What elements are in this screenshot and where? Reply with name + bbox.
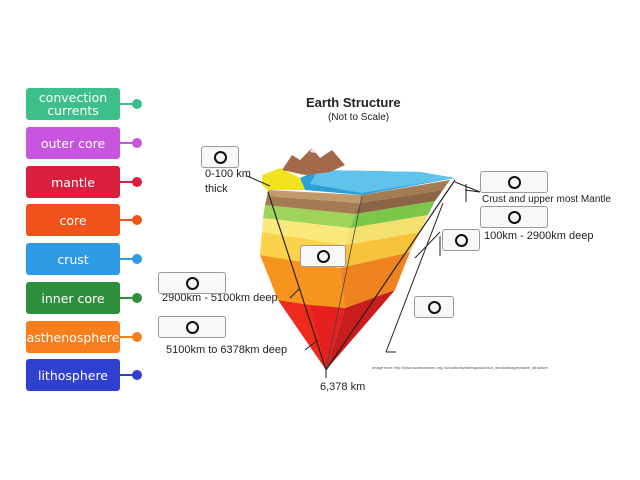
connector-line bbox=[120, 297, 134, 299]
mantle-mid-layer bbox=[262, 218, 350, 245]
tile-crust[interactable]: crust bbox=[26, 243, 120, 275]
tile-convection-currents[interactable]: convection currents bbox=[26, 88, 120, 120]
right-asthenosphere bbox=[350, 201, 435, 228]
connector-peg-icon[interactable] bbox=[132, 293, 142, 303]
drop-target-mid-right[interactable] bbox=[480, 206, 548, 228]
circle-target-icon bbox=[185, 320, 199, 334]
connector-line bbox=[120, 374, 134, 376]
image-source-label: Image from http://www.sciencelearn.org.n… bbox=[372, 365, 548, 370]
circle-target-icon bbox=[185, 276, 199, 290]
outer-core-depth-label: 2900km - 5100km deep bbox=[162, 292, 278, 304]
tile-inner-core[interactable]: inner core bbox=[26, 282, 120, 314]
tile-mantle[interactable]: mantle bbox=[26, 166, 120, 198]
drop-target-right-bracket[interactable] bbox=[414, 296, 454, 318]
inner-core-depth-label: 5100km to 6378km deep bbox=[166, 344, 288, 356]
connector-peg-icon[interactable] bbox=[132, 177, 142, 187]
circle-target-icon bbox=[454, 233, 468, 247]
right-mantle-mid bbox=[345, 215, 428, 245]
tile-core[interactable]: core bbox=[26, 204, 120, 236]
connector-line bbox=[120, 181, 134, 183]
mountains bbox=[282, 148, 345, 175]
diagram-subtitle: (Not to Scale) bbox=[328, 112, 390, 123]
ocean-surface bbox=[310, 170, 455, 193]
tile-outer-core[interactable]: outer core bbox=[26, 127, 120, 159]
drop-target-outer-core[interactable] bbox=[158, 272, 226, 294]
circle-target-icon bbox=[316, 249, 330, 263]
mantle-depth-label: 100km - 2900km deep bbox=[484, 230, 594, 242]
circle-target-icon bbox=[507, 175, 521, 189]
drop-target-upper-mantle[interactable] bbox=[480, 171, 548, 193]
mountain-snow bbox=[310, 148, 316, 153]
yellow-land bbox=[262, 168, 305, 190]
upper-mantle-label: Crust and upper most Mantle bbox=[482, 194, 611, 205]
connector-line bbox=[120, 219, 134, 221]
inner-core-layer-left bbox=[278, 300, 326, 370]
right-inner-core bbox=[326, 290, 395, 370]
lithosphere-layer bbox=[265, 196, 360, 214]
connector-peg-icon[interactable] bbox=[132, 370, 142, 380]
right-crust bbox=[360, 180, 450, 203]
connector-peg-icon[interactable] bbox=[132, 99, 142, 109]
drop-target-crust-thickness[interactable] bbox=[201, 146, 239, 168]
right-outer-core bbox=[340, 252, 410, 308]
right-lithosphere bbox=[355, 190, 443, 214]
asthenosphere-layer bbox=[263, 205, 355, 228]
connector-peg-icon[interactable] bbox=[132, 138, 142, 148]
circle-target-icon bbox=[507, 210, 521, 224]
connector-line bbox=[120, 142, 134, 144]
circle-target-icon bbox=[427, 300, 441, 314]
tile-lithosphere[interactable]: lithosphere bbox=[26, 359, 120, 391]
radius-label: 6,378 km bbox=[320, 381, 366, 393]
right-mantle-lower bbox=[340, 232, 420, 268]
circle-target-icon bbox=[213, 150, 227, 164]
tile-asthenosphere[interactable]: asthenosphere bbox=[26, 321, 120, 353]
connector-line bbox=[120, 258, 134, 260]
connector-line bbox=[120, 103, 134, 105]
connector-peg-icon[interactable] bbox=[132, 332, 142, 342]
connector-peg-icon[interactable] bbox=[132, 254, 142, 264]
drop-target-center-layer[interactable] bbox=[300, 245, 346, 267]
crust-thickness-label: 0-100 km thick bbox=[205, 168, 251, 195]
diagram-title: Earth Structure bbox=[306, 95, 401, 110]
connector-peg-icon[interactable] bbox=[132, 215, 142, 225]
crust-layer bbox=[267, 190, 362, 203]
drop-target-inner-core[interactable] bbox=[158, 316, 226, 338]
drop-target-mantle-depth[interactable] bbox=[442, 229, 480, 251]
outer-core-layer bbox=[260, 255, 345, 308]
connector-line bbox=[120, 336, 134, 338]
